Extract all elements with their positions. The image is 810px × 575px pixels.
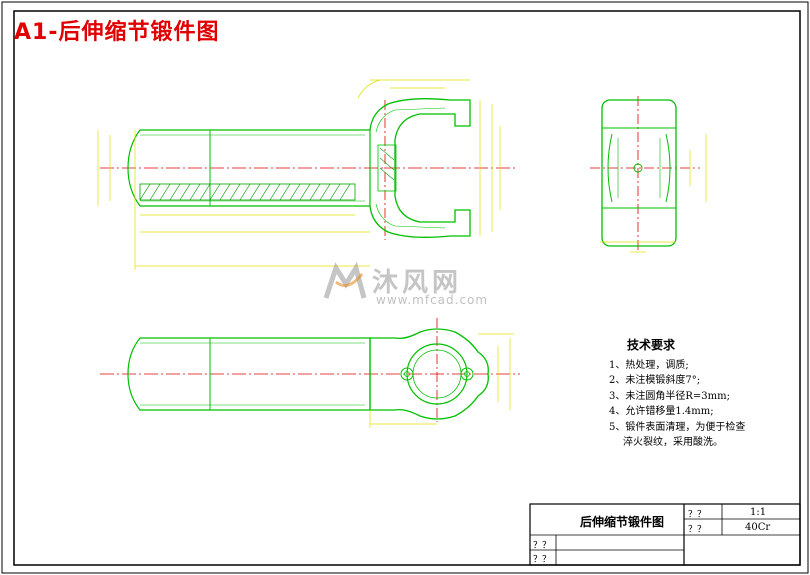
top-view	[100, 318, 520, 428]
title-block-material: 40Cr	[745, 522, 771, 533]
tech-item-4: 4、允许错移量1.4mm;	[609, 406, 714, 417]
title-block-placeholder-3: ？？	[533, 541, 552, 551]
title-block-drawing-name: 后伸缩节锻件图	[579, 515, 664, 529]
tech-requirements-heading: 技术要求	[627, 338, 676, 352]
drawing-title: A1-后伸缩节锻件图	[14, 20, 220, 45]
title-block-scale: 1:1	[750, 507, 767, 518]
tech-item-2: 2、未注模锻斜度7°;	[609, 375, 701, 386]
watermark-brand: 沐风网	[372, 268, 463, 298]
title-block-placeholder-2: ？？	[688, 525, 707, 535]
watermark-logo	[323, 262, 367, 299]
hatch-section	[139, 183, 356, 201]
front-view	[97, 79, 515, 270]
tech-requirements: 技术要求 1、热处理，调质; 2、未注模锻斜度7°; 3、未注圆角半径R=3mm…	[609, 338, 799, 451]
tech-item-3: 3、未注圆角半径R=3mm;	[609, 390, 730, 402]
inner-frame	[13, 10, 801, 566]
tech-item-5: 5、锻件表面清理，为便于检查	[609, 421, 746, 433]
title-block-frame	[529, 503, 801, 566]
tech-item-5-continued: 淬火裂纹，采用酸洗。	[623, 437, 723, 448]
tech-item-1: 1、热处理，调质;	[609, 359, 689, 371]
side-view	[590, 96, 707, 253]
title-block-placeholder-4: ？？	[533, 555, 552, 565]
title-block-placeholder-1: ？？	[688, 510, 707, 520]
watermark-url: www.mfcad.com	[376, 293, 489, 307]
